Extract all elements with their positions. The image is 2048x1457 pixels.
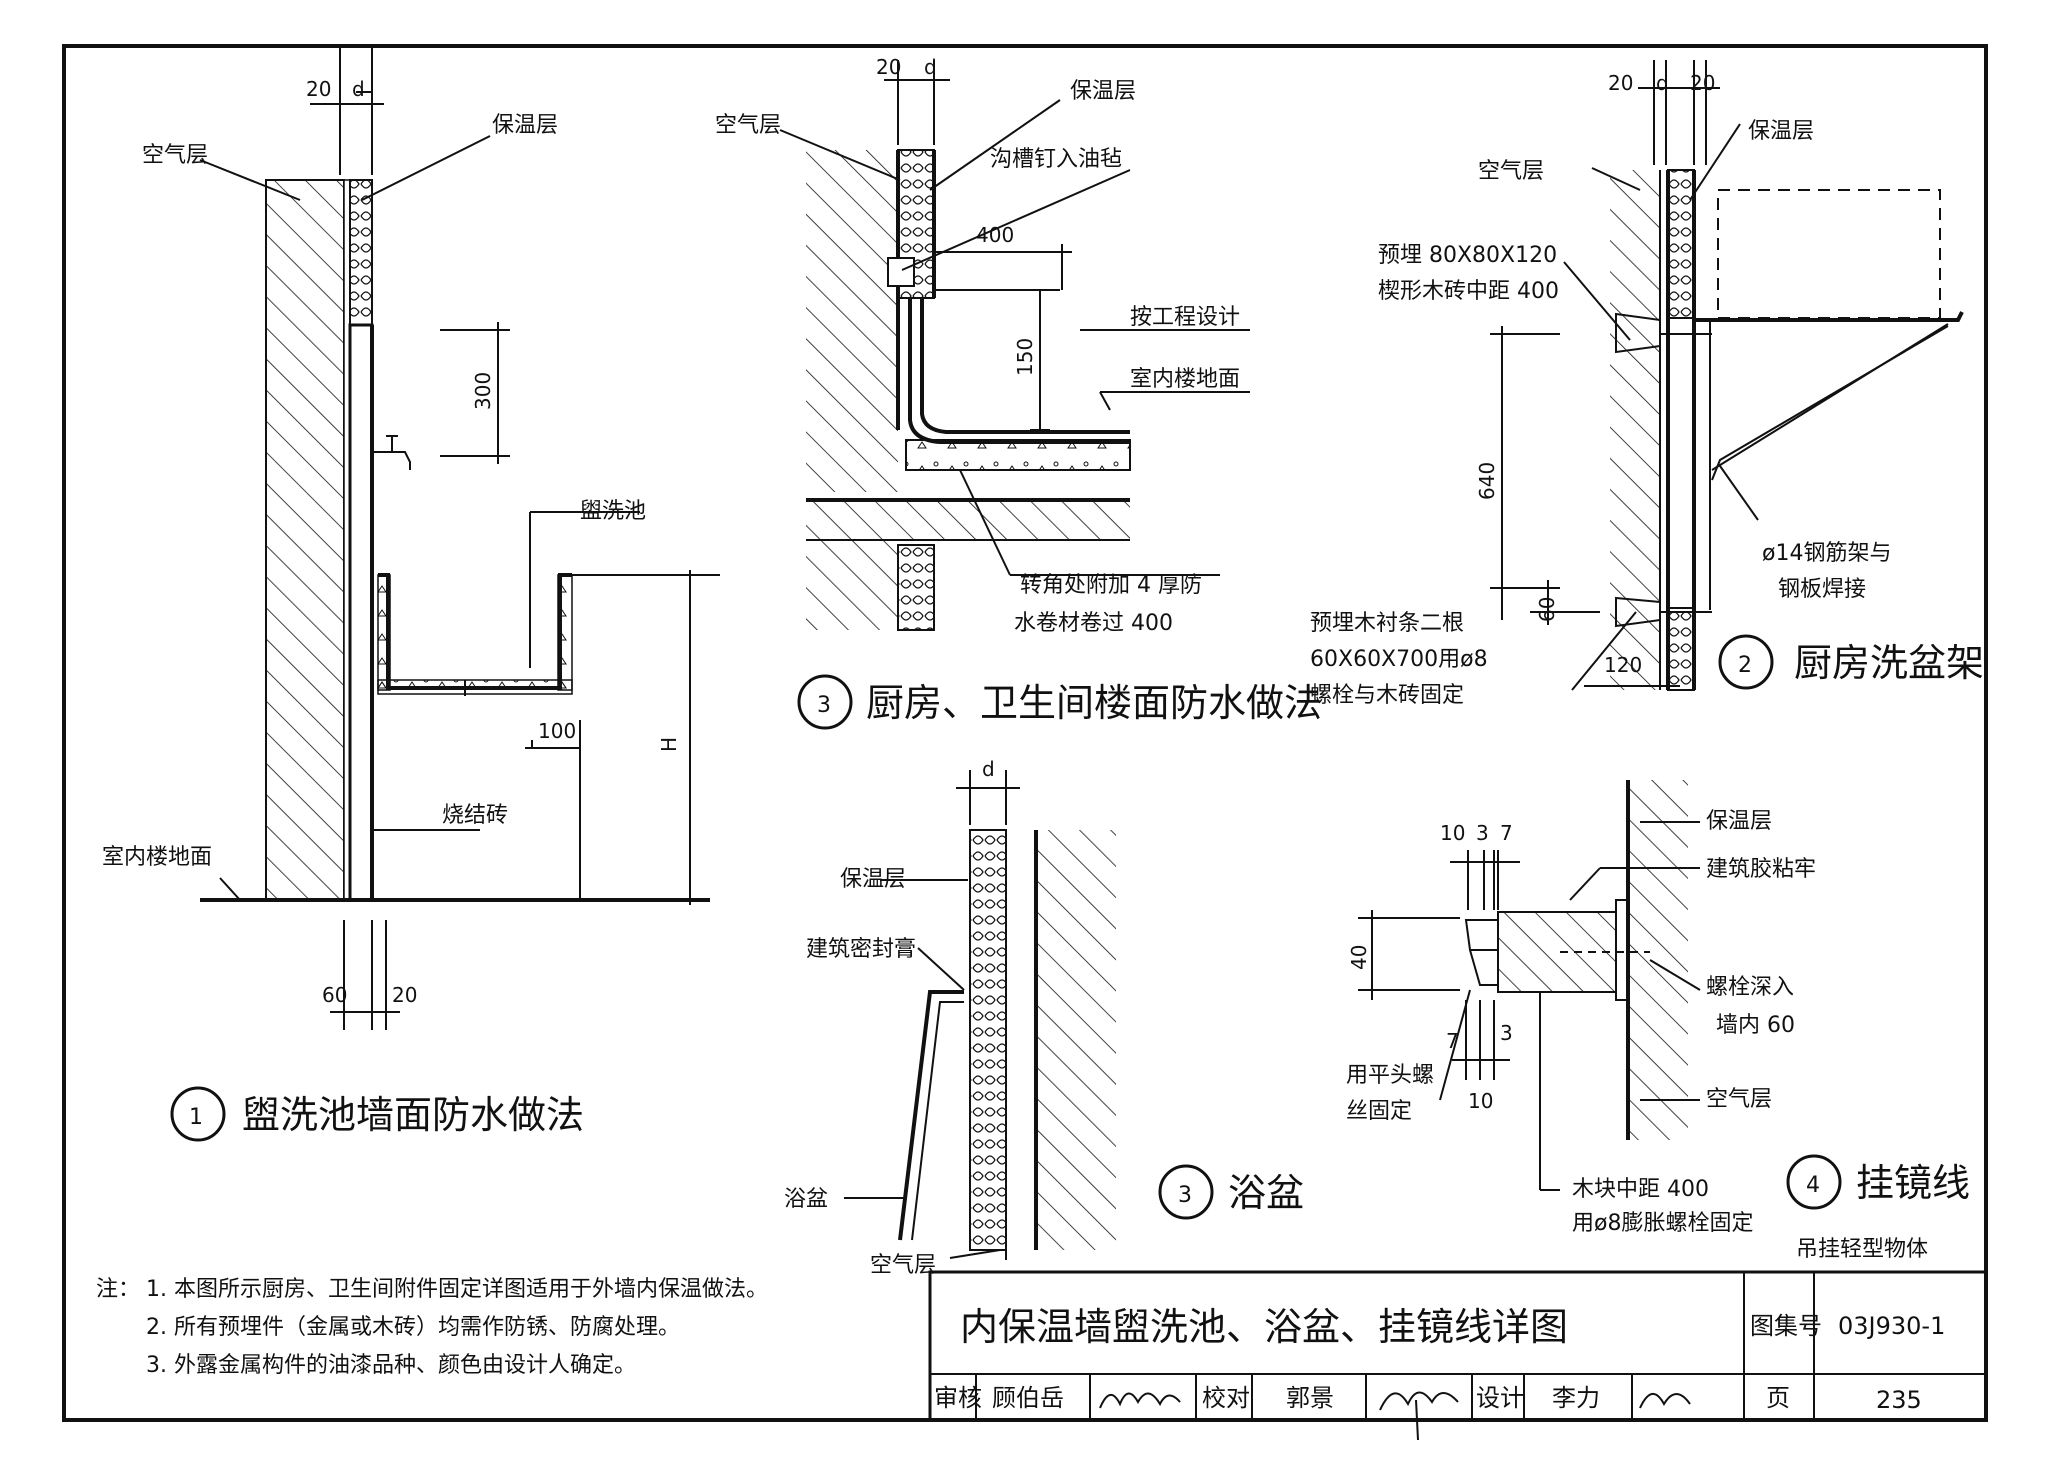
design-label: 设计	[1476, 1384, 1524, 1412]
d1-air-layer-label: 空气层	[142, 143, 208, 168]
d3b-sealant-label: 建筑密封膏	[806, 937, 916, 962]
note-2: 2. 所有预埋件（金属或木砖）均需作防锈、防腐处理。	[146, 1315, 680, 1340]
d4-bolt-1: 螺栓深入	[1706, 975, 1794, 1000]
page-number: 235	[1876, 1386, 1922, 1414]
checker-name: 郭景	[1286, 1384, 1334, 1412]
d2-dim-20a: 20	[1608, 71, 1633, 95]
d3a-number: 3	[817, 693, 831, 718]
d2-embed-strip-3: 螺栓与木砖固定	[1310, 683, 1464, 708]
d3b-bathtub-label: 浴盆	[784, 1187, 828, 1212]
d2-embed-block-1: 预埋 80X80X120	[1378, 243, 1557, 268]
d2-insulation-label: 保温层	[1748, 119, 1814, 144]
d1-washbasin-label: 盥洗池	[580, 499, 646, 524]
check-label: 校对	[1202, 1384, 1250, 1412]
d4-light-objects-label: 吊挂轻型物体	[1796, 1237, 1928, 1262]
detail-1-drawing	[170, 48, 720, 1142]
d3a-dim-150: 150	[1013, 338, 1037, 376]
d2-steel-frame-2: 钢板焊接	[1778, 577, 1866, 602]
d3b-number: 3	[1178, 1183, 1192, 1208]
d2-dim-120: 120	[1604, 653, 1642, 677]
d4-air-layer-label: 空气层	[1706, 1087, 1772, 1112]
d3a-per-design-label: 按工程设计	[1130, 305, 1240, 330]
d2-dim-640: 640	[1475, 462, 1499, 500]
d4-number: 4	[1806, 1173, 1820, 1198]
d2-number: 2	[1738, 653, 1752, 678]
d3a-dim-d: d	[924, 55, 937, 79]
d2-embed-strip-1: 预埋木衬条二根	[1310, 611, 1464, 636]
d4-dim-7a: 7	[1500, 821, 1513, 845]
d4-dim-10a: 10	[1440, 821, 1465, 845]
d1-dim-H: H	[657, 737, 681, 752]
detail-3a-drawing	[779, 60, 1250, 730]
d4-wood-block-2: 用ø8膨胀螺栓固定	[1572, 1211, 1753, 1236]
d3a-title: 厨房、卫生间楼面防水做法	[866, 681, 1322, 725]
d1-fired-brick-label: 烧结砖	[442, 803, 508, 828]
d4-wood-block-1: 木块中距 400	[1572, 1177, 1709, 1202]
atlas-label: 图集号	[1750, 1312, 1822, 1340]
d1-dim-60: 60	[322, 983, 347, 1007]
d2-air-layer-label: 空气层	[1478, 159, 1544, 184]
note-3: 3. 外露金属构件的油漆品种、颜色由设计人确定。	[146, 1353, 636, 1378]
d4-dim-3a: 3	[1476, 821, 1489, 845]
d3a-air-layer-label: 空气层	[715, 113, 781, 138]
d2-dim-60: 60	[1535, 597, 1559, 622]
note-1: 1. 本图所示厨房、卫生间附件固定详图适用于外墙内保温做法。	[146, 1277, 768, 1302]
d2-dim-d: d	[1656, 71, 1669, 95]
d4-glue-label: 建筑胶粘牢	[1706, 857, 1816, 882]
title-block	[928, 1270, 1988, 1441]
d1-dim-20: 20	[306, 77, 331, 101]
d4-screw-1: 用平头螺	[1346, 1063, 1434, 1088]
d2-title: 厨房洗盆架	[1794, 641, 1984, 685]
detail-2-drawing	[1490, 60, 1964, 691]
d1-insulation-label: 保温层	[492, 113, 558, 138]
d4-dim-3b: 3	[1500, 1021, 1513, 1045]
reviewer-name: 顾伯岳	[992, 1384, 1064, 1412]
detail-4-drawing	[1358, 780, 1842, 1210]
d3a-dim-400: 400	[976, 223, 1014, 247]
d3b-dim-d: d	[982, 757, 995, 781]
d4-dim-10b: 10	[1468, 1089, 1493, 1113]
d1-dim-100: 100	[538, 719, 576, 743]
d4-dim-7b: 7	[1446, 1029, 1459, 1053]
d1-number: 1	[189, 1105, 203, 1130]
notes-prefix: 注：	[96, 1277, 140, 1302]
d1-dim-300: 300	[471, 372, 495, 410]
detail-3b-drawing	[844, 770, 1214, 1260]
d3a-corner-note-1: 转角处附加 4 厚防	[1020, 573, 1202, 598]
d1-dim-20b: 20	[392, 983, 417, 1007]
atlas-number: 03J930-1	[1838, 1312, 1945, 1340]
designer-name: 李力	[1552, 1384, 1600, 1412]
d3a-dim-20: 20	[876, 55, 901, 79]
d4-insulation-label: 保温层	[1706, 809, 1772, 834]
d2-dim-20b: 20	[1690, 71, 1715, 95]
d4-screw-2: 丝固定	[1346, 1099, 1412, 1124]
review-label: 审核	[934, 1384, 982, 1412]
d3a-groove-nail-label: 沟槽钉入油毡	[990, 147, 1122, 172]
d3b-air-layer-label: 空气层	[870, 1253, 936, 1278]
d2-steel-frame-1: ø14钢筋架与	[1762, 541, 1891, 566]
d4-title: 挂镜线	[1856, 1161, 1970, 1205]
d3b-title: 浴盆	[1228, 1171, 1304, 1215]
d3b-insulation-label: 保温层	[840, 867, 906, 892]
d4-dim-40: 40	[1347, 945, 1371, 970]
title-block-title: 内保温墙盥洗池、浴盆、挂镜线详图	[960, 1305, 1568, 1349]
d1-indoor-floor-label: 室内楼地面	[102, 845, 212, 870]
d1-title: 盥洗池墙面防水做法	[242, 1093, 584, 1137]
d3a-indoor-floor-label: 室内楼地面	[1130, 367, 1240, 392]
d2-embed-strip-2: 60X60X700用ø8	[1310, 647, 1488, 672]
page-label: 页	[1766, 1384, 1790, 1412]
d1-dim-d: d	[352, 77, 365, 101]
d3a-corner-note-2: 水卷材卷过 400	[1014, 611, 1173, 636]
d2-embed-block-2: 楔形木砖中距 400	[1378, 279, 1559, 304]
d4-bolt-2: 墙内 60	[1716, 1013, 1795, 1038]
d3a-insulation-label: 保温层	[1070, 79, 1136, 104]
